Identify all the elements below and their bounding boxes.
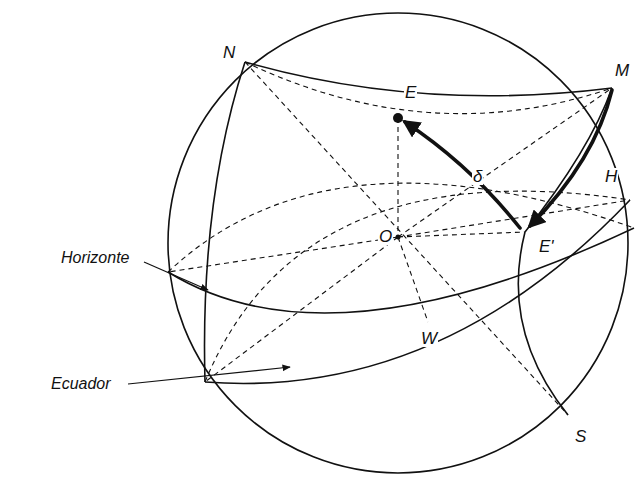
- declination-arrow: [405, 122, 520, 228]
- horizon-back: [168, 183, 634, 272]
- point-label: W: [420, 330, 438, 347]
- radius-line: [398, 237, 428, 322]
- meridian-upper: [525, 88, 612, 232]
- hour-arrow: [530, 90, 612, 226]
- equator-back: [205, 191, 630, 382]
- star-point: [393, 113, 403, 123]
- angle-label: δ: [472, 168, 483, 185]
- zenith-line: [397, 118, 398, 237]
- equator-front: [205, 200, 630, 383]
- point-label: E': [538, 238, 555, 255]
- upper-arc: [245, 62, 612, 96]
- point-label: E: [404, 84, 417, 101]
- leader-line: [128, 367, 290, 384]
- point-label: O: [378, 228, 393, 245]
- radius-line: [168, 237, 398, 272]
- horizon-front: [168, 228, 634, 313]
- callout-label: Horizonte: [60, 250, 130, 266]
- axis-line: [245, 62, 568, 415]
- radius-line: [205, 237, 398, 382]
- leader-line: [144, 262, 208, 290]
- radius-line: [398, 88, 612, 237]
- callout-label: Ecuador: [50, 376, 112, 392]
- center-point: [396, 235, 401, 240]
- point-label: M: [614, 62, 630, 79]
- point-label: S: [574, 428, 587, 445]
- sphere-outline: [168, 13, 628, 473]
- point-label: H: [604, 168, 618, 185]
- point-label: N: [222, 44, 236, 61]
- upper-arc-back: [245, 62, 612, 114]
- left-meridian: [205, 62, 246, 382]
